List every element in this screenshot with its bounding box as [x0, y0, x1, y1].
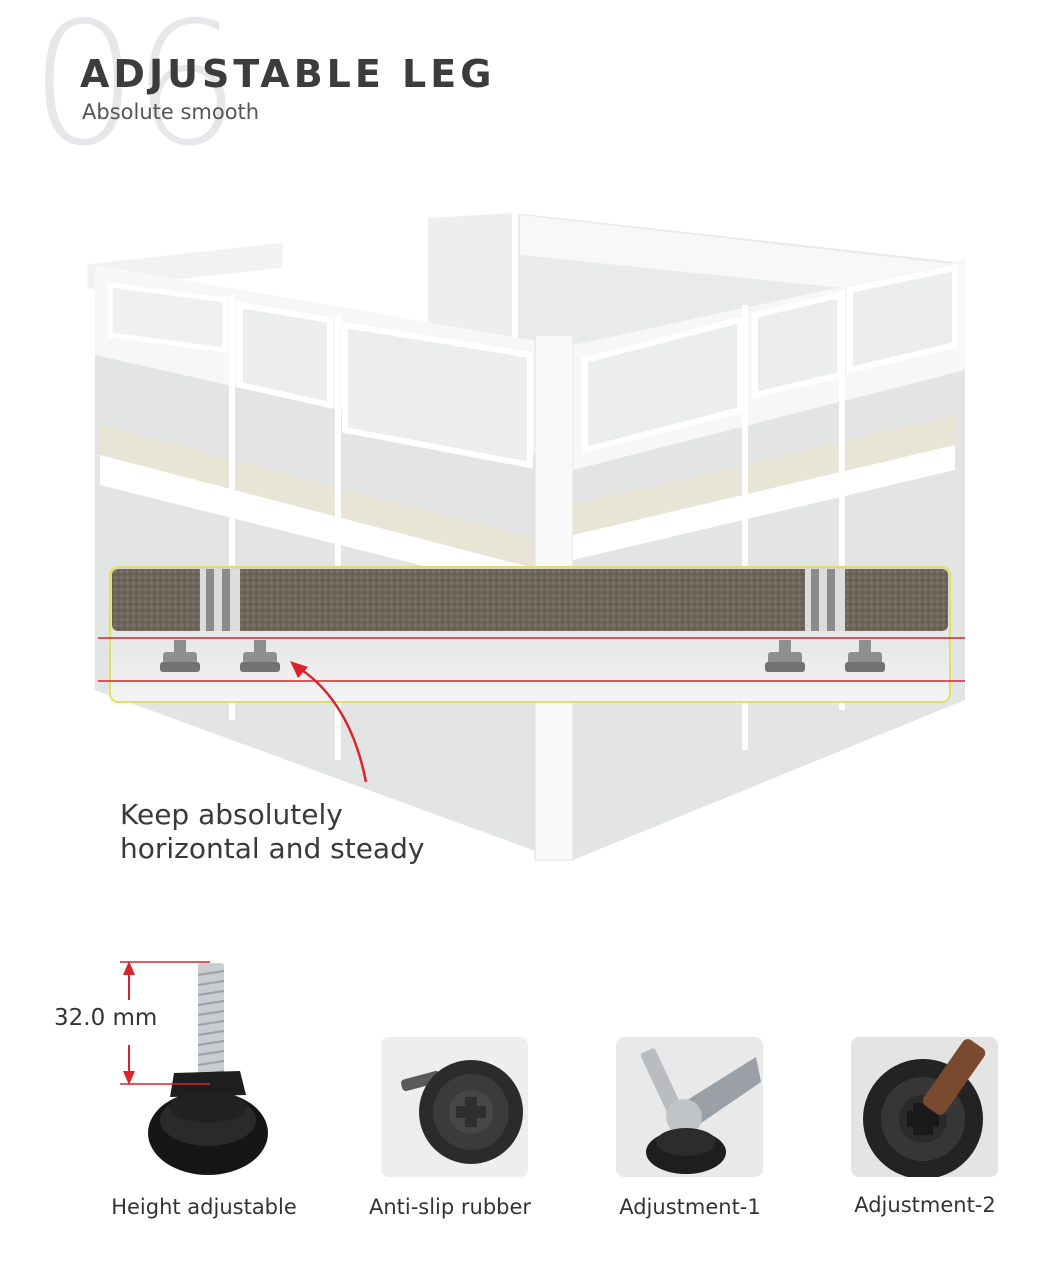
adjustment-2-photo	[851, 1037, 998, 1177]
callout-arrow	[295, 664, 368, 783]
adjustment-1-photo	[616, 1037, 763, 1177]
anti-slip-rubber-photo	[381, 1037, 528, 1177]
page-subtitle: Absolute smooth	[82, 100, 260, 124]
caption-adjustment-2: Adjustment-2	[854, 1193, 996, 1217]
leveling-feet	[160, 640, 885, 672]
arrow-head-icon	[290, 661, 308, 678]
left-panel-run	[82, 237, 560, 860]
dimension-arrows	[120, 961, 210, 1085]
height-measurement: 32.0 mm	[54, 1005, 158, 1031]
leg-detail-highlight	[109, 566, 951, 703]
callout-text: Keep absolutely horizontal and steady	[120, 798, 425, 865]
section-number: 06	[30, 0, 240, 184]
cubicle-workstation-illustration	[82, 206, 968, 861]
right-panel-run	[573, 260, 965, 860]
caption-adjustment-1: Adjustment-1	[619, 1195, 761, 1219]
height-adjustable-leg-image	[148, 963, 268, 1175]
page-title: ADJUSTABLE LEG	[80, 52, 496, 96]
caption-height-adjustable: Height adjustable	[111, 1195, 297, 1219]
caption-anti-slip-rubber: Anti-slip rubber	[368, 1195, 532, 1219]
